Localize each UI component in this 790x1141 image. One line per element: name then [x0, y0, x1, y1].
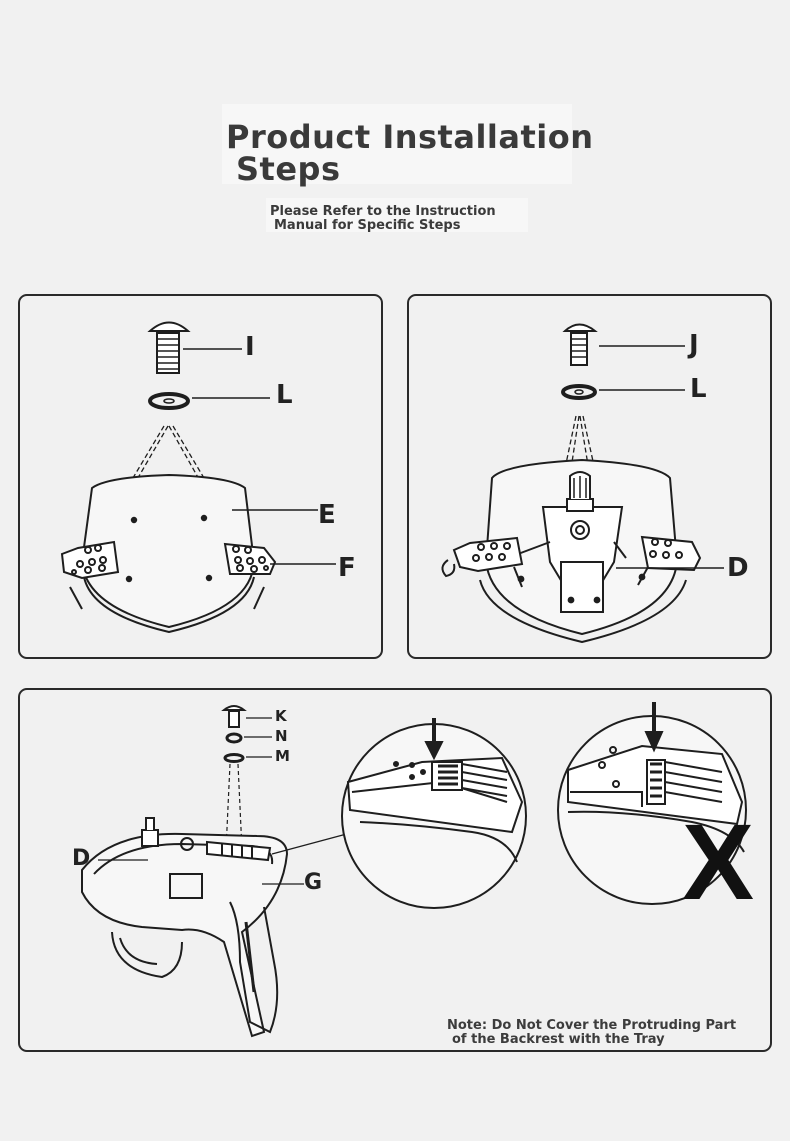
step-3-panel: K N M D G X Note: Do Not Cover the Protr… [18, 688, 772, 1052]
step-3-illustration [81, 702, 747, 1038]
label-screw-i: I [245, 332, 255, 362]
right-bracket [223, 542, 277, 575]
step-2-illustration [441, 323, 724, 644]
label-backrest-e: E [318, 500, 336, 530]
wrong-mark: X [682, 801, 755, 922]
label-washer-l: L [690, 374, 707, 404]
washer-icon [148, 392, 190, 410]
label-screw-j: J [689, 330, 699, 360]
label-tray-g: G [304, 870, 323, 895]
subtitle-block: Please Refer to the Instruction Manual f… [266, 198, 528, 233]
step-2-panel: J L D [407, 294, 772, 659]
washer-icon [223, 753, 245, 763]
seat-with-tray [81, 817, 289, 1038]
label-washer-n: N [275, 727, 288, 745]
screw-icon [562, 323, 598, 366]
note-line-2: of the Backrest with the Tray [452, 1032, 665, 1047]
label-bracket-f: F [338, 553, 356, 583]
zoom-wrong-detail [557, 702, 747, 905]
washer-icon [561, 384, 597, 400]
step-1-illustration [60, 321, 336, 634]
label-mechanism-d: D [727, 553, 749, 583]
backrest-shell [69, 473, 265, 634]
screw-icon [221, 705, 247, 728]
subtitle-line-1: Please Refer to the Instruction [270, 204, 496, 219]
label-mechanism-d: D [72, 846, 91, 871]
page-title-line-2: Steps [236, 150, 341, 188]
label-washer-l: L [276, 380, 293, 410]
step-1-panel: I L E F [18, 294, 383, 659]
spring-washer-icon [225, 732, 243, 744]
label-washer-m: M [275, 747, 290, 765]
left-bracket [60, 540, 120, 580]
subtitle-line-2: Manual for Specific Steps [274, 218, 461, 233]
zoom-correct-detail [341, 718, 527, 909]
note-line-1: Note: Do Not Cover the Protruding Part [447, 1018, 737, 1033]
screw-icon [147, 321, 191, 374]
label-screw-k: K [275, 707, 287, 725]
page-title-line-1: Product Installation [226, 118, 594, 156]
mechanism-plate [501, 471, 649, 613]
title-block: Product Installation Steps [222, 104, 593, 188]
